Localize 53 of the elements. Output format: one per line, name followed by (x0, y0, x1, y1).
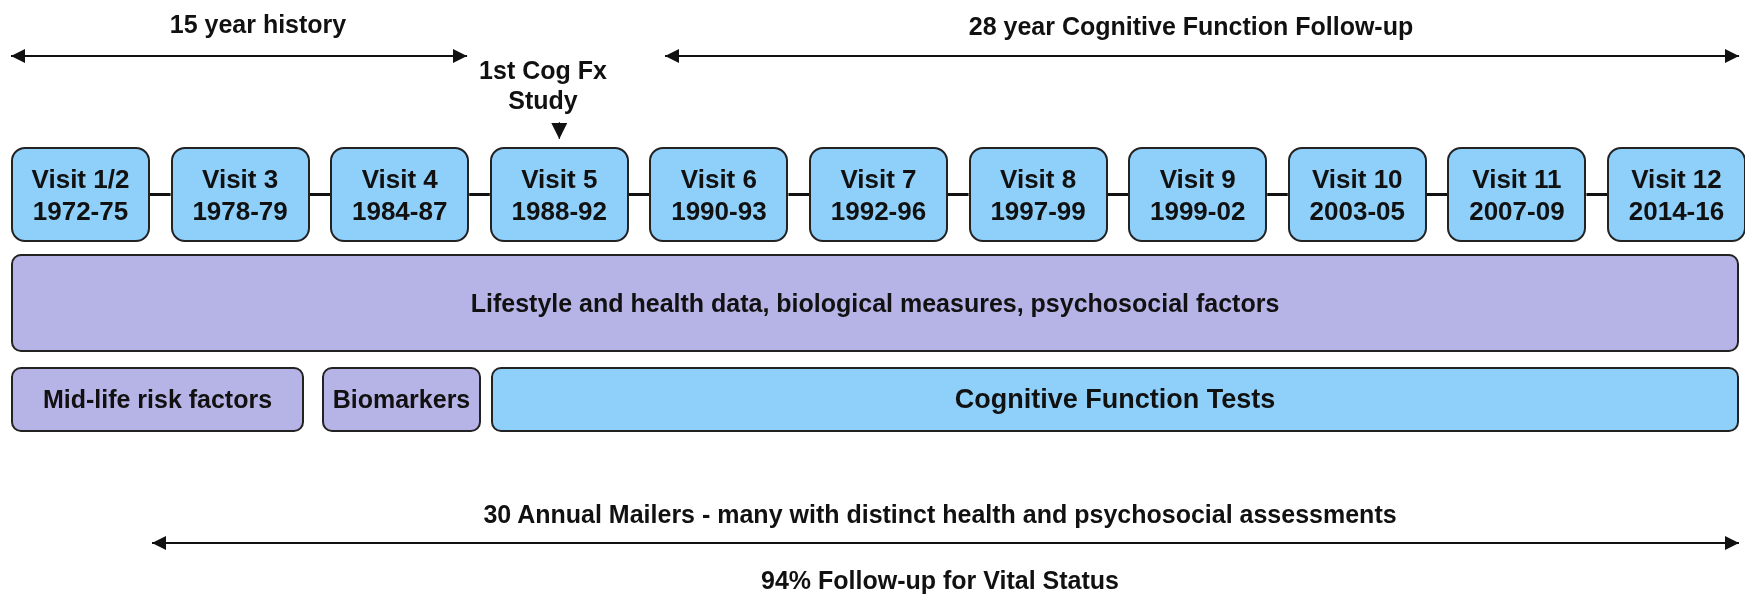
visit-text: 1984-87 (351, 194, 448, 227)
visit-box (11, 147, 150, 242)
visit-text: 1972-75 (32, 194, 129, 227)
visit-box (170, 147, 310, 242)
biomarkers-bar: Biomarkers (322, 367, 481, 432)
connector-line (1426, 193, 1448, 196)
visit-text: Visit 4 (361, 162, 438, 195)
visit-text: Visit 11 (1472, 162, 1562, 195)
span-label: 30 Annual Mailers - many with distinct health and psychosocial assessments (483, 500, 1397, 529)
connector-line (628, 193, 650, 196)
visit-text: 1997-99 (990, 194, 1086, 227)
visit-text: 1988-92 (511, 194, 607, 227)
risk-factors-bar: Mid-life risk factors (11, 367, 304, 432)
span-label: 94% Follow-up for Vital Status (761, 566, 1119, 595)
visit-box (330, 147, 470, 242)
visit-text: Visit 10 (1312, 162, 1403, 195)
data-bar: Lifestyle and health data, biological measures, psychosocial factors (11, 254, 1739, 352)
span-label: 15 year history (169, 10, 347, 39)
connector-line (309, 193, 331, 196)
visit-text: 1992-96 (830, 194, 927, 227)
visit-text: Visit 1/2 (31, 162, 130, 195)
span-label: 28 year Cognitive Function Follow-up (968, 12, 1414, 41)
visit-text: 1978-79 (192, 194, 288, 227)
visit-box (809, 147, 948, 242)
connector-line (1107, 193, 1129, 196)
connector-line (788, 193, 809, 196)
arrow (551, 121, 568, 140)
study-text: 1st Cog Fx Study (478, 55, 608, 115)
visit-text: Visit 12 (1631, 162, 1722, 195)
connector-line (1267, 193, 1288, 196)
visit-text: 2007-09 (1469, 194, 1565, 227)
connector-line (150, 193, 171, 196)
visit-text: Visit 5 (521, 162, 598, 195)
visit-text: 1999-02 (1149, 194, 1246, 227)
visit-box (1128, 147, 1268, 242)
visit-text: Visit 9 (1159, 162, 1236, 195)
connector-line (1586, 193, 1607, 196)
visit-box (1287, 147, 1427, 242)
visit-text: 2014-16 (1628, 194, 1725, 227)
connector-line (948, 193, 969, 196)
visit-text: Visit 3 (202, 162, 279, 195)
visit-box (1447, 147, 1587, 242)
visit-box (649, 147, 789, 242)
visit-text: 1990-93 (671, 194, 767, 227)
connector-line (469, 193, 490, 196)
visit-text: Visit 6 (680, 162, 757, 195)
visit-box (489, 147, 629, 242)
visit-text: Visit 7 (840, 162, 917, 195)
visit-box (968, 147, 1108, 242)
visit-text: 2003-05 (1309, 194, 1405, 227)
cognitive-tests-bar: Cognitive Function Tests (491, 367, 1739, 432)
visit-text: Visit 8 (1000, 162, 1077, 195)
visit-box (1607, 147, 1745, 242)
